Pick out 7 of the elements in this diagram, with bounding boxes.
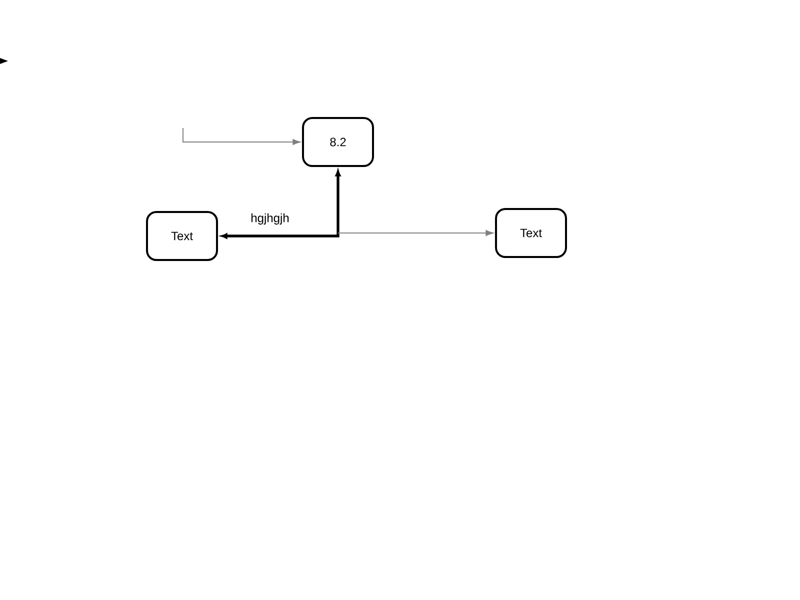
process-box: 8.2 xyxy=(302,117,374,167)
edge-label: hgjhgjh xyxy=(249,212,291,226)
process-box: Text xyxy=(146,211,218,261)
process-box: Text xyxy=(495,208,567,258)
arrow xyxy=(338,230,494,236)
arrow xyxy=(221,170,341,239)
arrow xyxy=(182,128,300,145)
